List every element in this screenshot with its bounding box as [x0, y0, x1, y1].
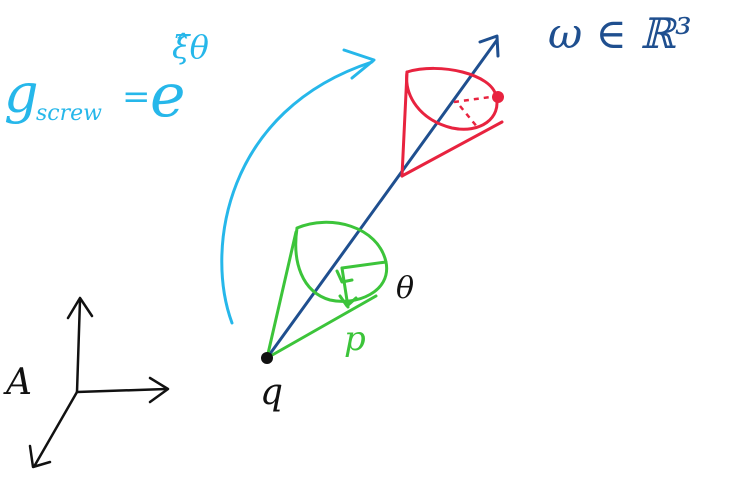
- screw-axis-arrowhead: [478, 34, 500, 58]
- g-screw-g: g: [4, 62, 39, 125]
- point-q: [261, 352, 273, 364]
- green-cone: [265, 220, 389, 360]
- screw-axis-line: [265, 38, 499, 360]
- screw-motion-curve: [220, 60, 374, 325]
- red-cone: [400, 66, 504, 178]
- screw-motion-arrowhead: [342, 48, 376, 80]
- frame-a-label: A: [3, 362, 32, 403]
- g-screw-exponential: e: [150, 61, 186, 131]
- red-cone-dashes: [453, 94, 499, 129]
- omega-label: ω ∈ ℝ³: [548, 9, 692, 58]
- g-screw-equals: =: [122, 77, 151, 117]
- frame-a-axes: [28, 296, 170, 469]
- p-label: p: [344, 319, 366, 359]
- g-screw-subscript: screw: [36, 101, 102, 126]
- red-point: [492, 91, 504, 103]
- q-label: q: [260, 372, 283, 413]
- g-screw-exponent: ξ̂θ: [172, 28, 209, 66]
- theta-label: θ: [396, 271, 414, 306]
